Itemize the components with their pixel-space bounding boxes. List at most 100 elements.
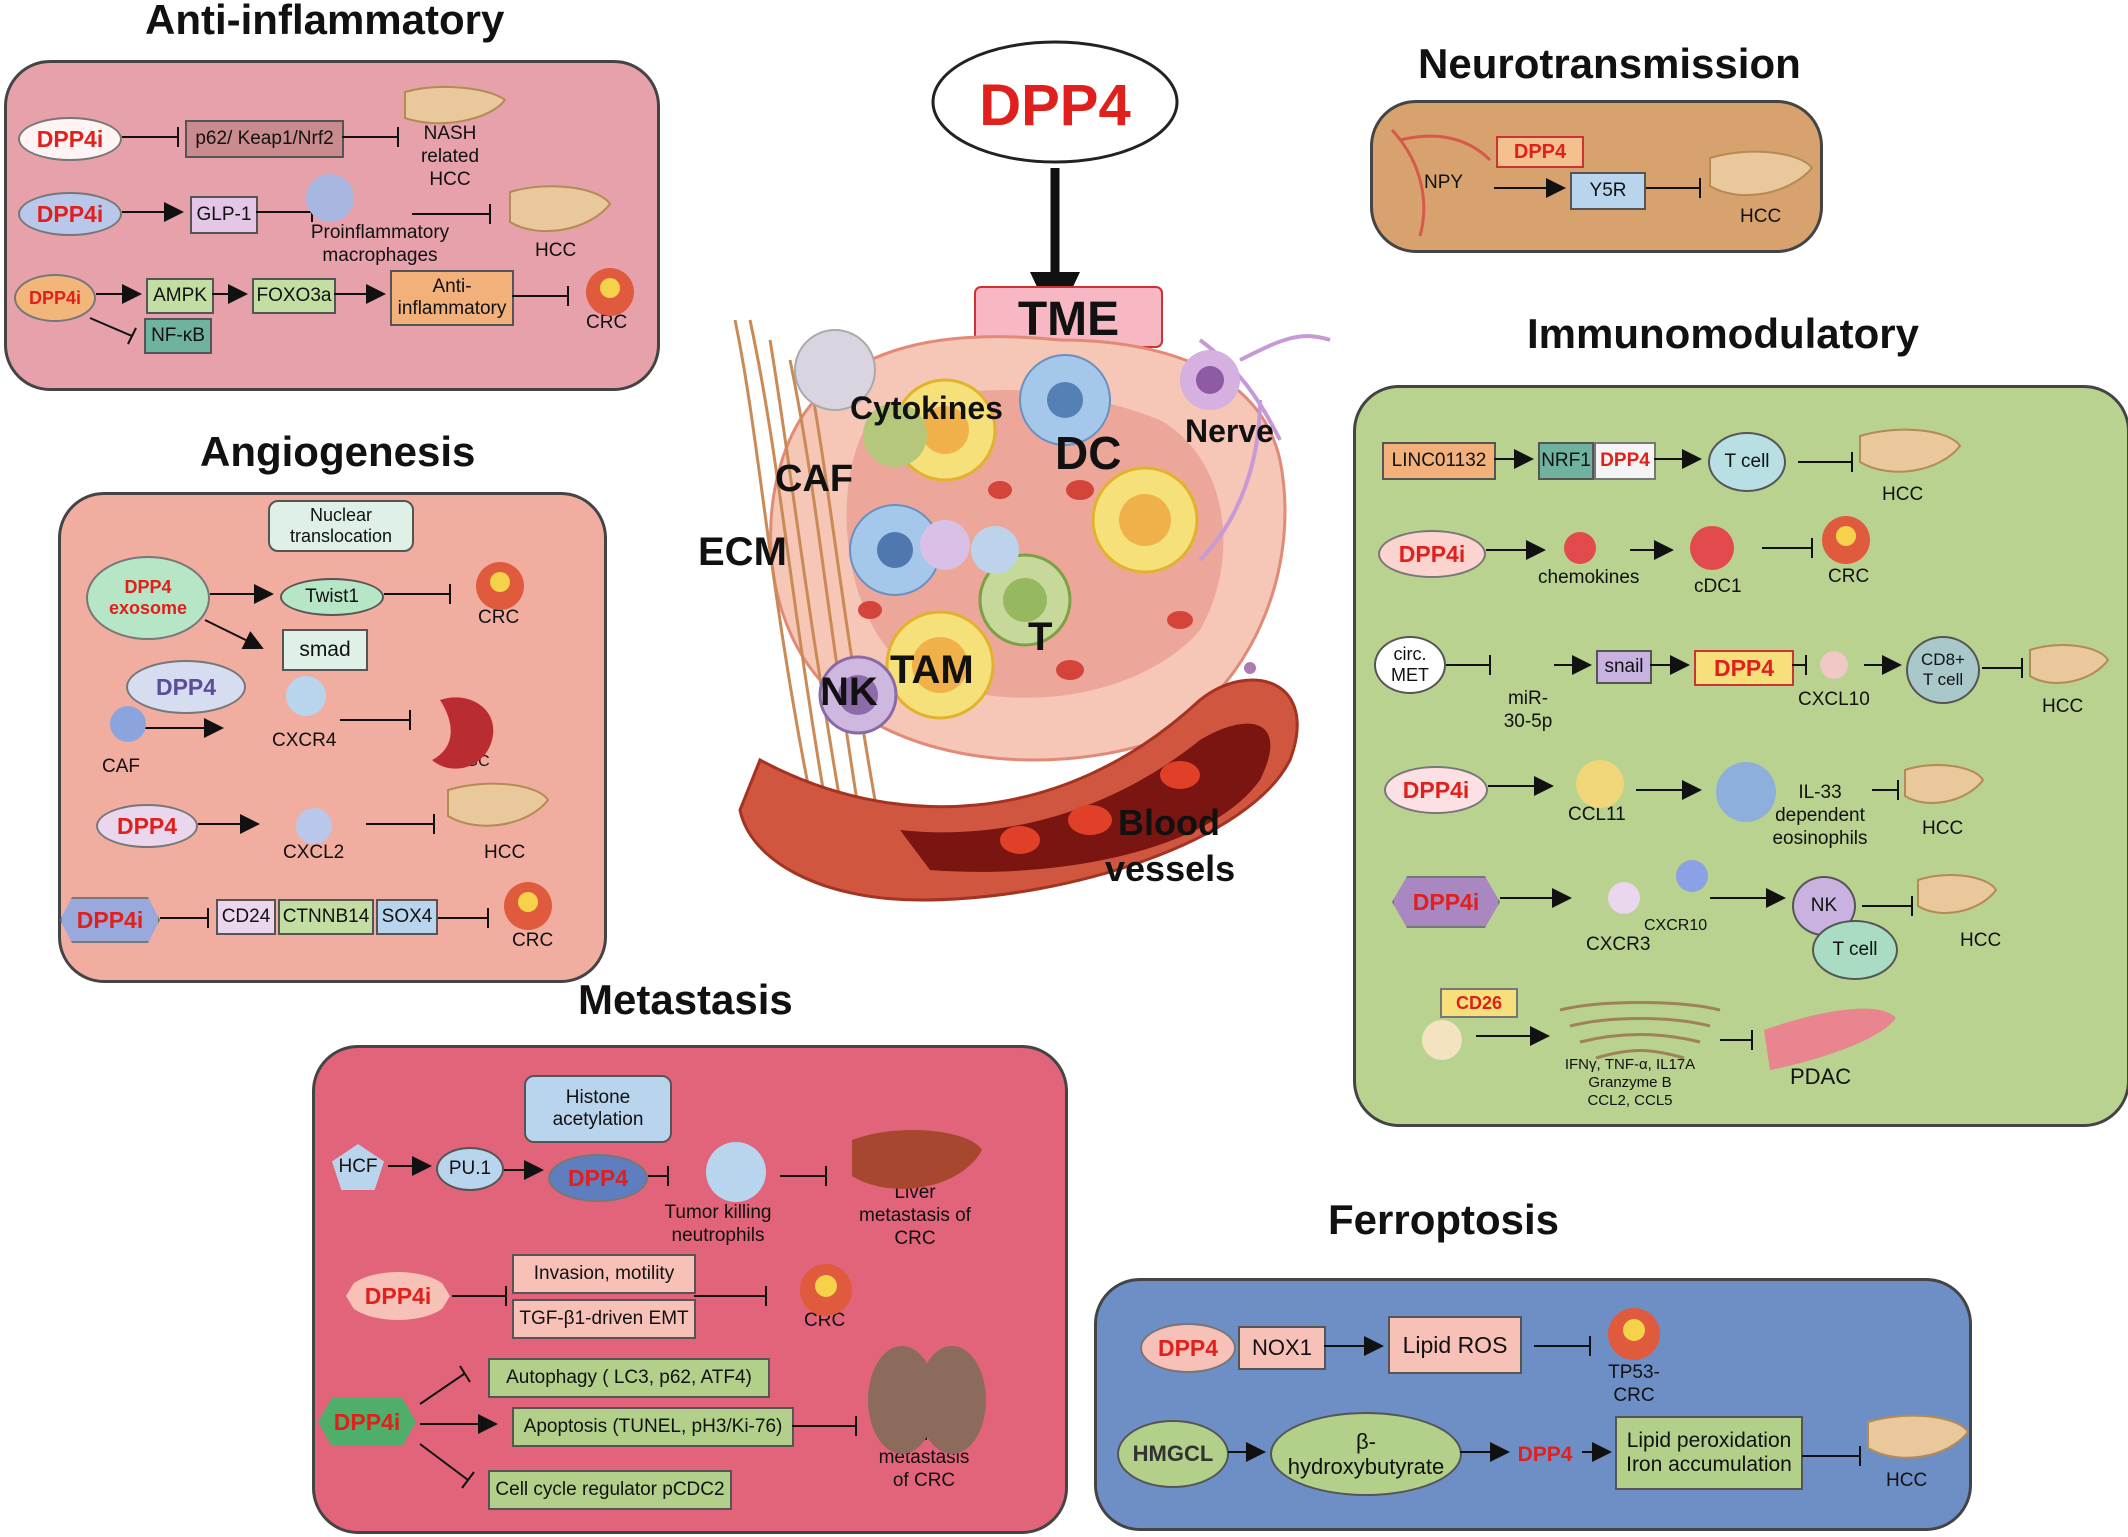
metastasis-text: metastasis [878, 1446, 970, 1468]
dc-label: DC [1055, 427, 1122, 479]
apoptosis-box: Apoptosis (TUNEL, pH3/Ki-76) [512, 1407, 794, 1447]
histone-acetylation-bubble: Histone acetylation [524, 1075, 672, 1143]
mir-label: miR- 30-5p [1504, 688, 1553, 734]
neutrophils-text: neutrophils [671, 1224, 765, 1246]
ifng-text: IFNγ, TNF-α, IL17A [1564, 1056, 1696, 1073]
tp53-crc-label: TP53- CRC [1608, 1362, 1660, 1408]
blood-label-2: vessels [1105, 848, 1236, 889]
dpp4i-hexagon: DPP4i [60, 897, 160, 943]
blood-label-1: Blood [1118, 802, 1220, 843]
il33-eosinophils-label: IL-33 dependent eosinophils [1772, 782, 1867, 850]
liver-metastasis-label: Liver metastasis of CRC [859, 1182, 971, 1250]
nox1-box: NOX1 [1238, 1326, 1326, 1370]
nfkb-box: NF-κB [144, 318, 212, 354]
tme-illustration [733, 40, 1331, 902]
caf-label: CAF [102, 756, 140, 777]
cxcl2-label: CXCL2 [283, 842, 345, 863]
p62-keap1-nrf2-box: p62/ Keap1/Nrf2 [185, 120, 344, 158]
dpp4-text: DPP4 [124, 577, 172, 597]
cxcr3-label: CXCR3 [1586, 934, 1651, 955]
lung-text: Lung [902, 1424, 946, 1445]
drug-dpp4i: DPP4i [18, 192, 122, 236]
hmgcl-node: HMGCL [1117, 1420, 1229, 1488]
eosinophils-text: eosinophils [1772, 827, 1868, 849]
cd24-box: CD24 [216, 899, 276, 935]
snail-box: snail [1596, 650, 1652, 684]
hcc-label: HCC [484, 842, 526, 863]
tme-label: TME [1017, 293, 1120, 346]
circ-text: circ. [1393, 644, 1427, 665]
invasion-motility-box: Invasion, motility [512, 1254, 696, 1294]
granzyme-text: Granzyme B [1588, 1074, 1672, 1091]
ecm-label: ECM [698, 530, 787, 574]
tp53-text: TP53- [1608, 1362, 1660, 1383]
macrophages-text: macrophages [322, 244, 438, 266]
dpp4-node: DPP4 [548, 1154, 648, 1202]
ccl-text: CCL2, CCL5 [1587, 1092, 1673, 1109]
dpp4-box: DPP4 [1594, 442, 1656, 480]
nrf1-box: NRF1 [1538, 442, 1594, 480]
y5r-box: Y5R [1570, 172, 1646, 210]
npy-label: NPY [1424, 172, 1464, 193]
drug-dpp4i: DPP4i [1378, 530, 1486, 578]
nuclear-text: Nuclear [309, 505, 373, 526]
foxo3a-box: FOXO3a [252, 278, 336, 314]
hcc-label: HCC [1882, 484, 1924, 505]
hcc-label: HCC [535, 240, 577, 261]
crc-text: CRC [1613, 1384, 1655, 1406]
ccl11-label: CCL11 [1568, 804, 1626, 825]
crc-label: CRC [1828, 566, 1870, 587]
tgf-emt-box: TGF-β1-driven EMT [512, 1299, 696, 1339]
drug-dpp4i: DPP4i [14, 274, 96, 322]
twist1-node: Twist1 [280, 578, 384, 616]
crc-label: CRC [804, 1310, 846, 1331]
angiogenesis-title: Angiogenesis [200, 428, 476, 475]
sox4-box: SOX4 [376, 899, 438, 935]
cytokines-label: Cytokines [850, 390, 1003, 426]
drug-dpp4i: DPP4i [18, 117, 122, 161]
center-diagram: DPP4 TME Cytokines CAF ECM DC Nerve NK T… [640, 40, 1340, 920]
proinflammatory-text: Proinflammatory [310, 222, 450, 243]
hcc-label: HCC [1886, 1470, 1928, 1491]
tcell-text: T cell [1922, 670, 1964, 689]
dpp4-node: DPP4 [96, 804, 198, 848]
macrophages-label: Proinflammatory macrophages [311, 222, 449, 268]
crc-label: CRC [586, 312, 628, 333]
hcc-label: HCC [1740, 206, 1782, 227]
t-cell-node: T cell [1708, 432, 1786, 492]
ferroptosis-title: Ferroptosis [1328, 1196, 1560, 1243]
hcc-label: HCC [1922, 818, 1964, 839]
of-crc-text: of CRC [892, 1469, 956, 1491]
autophagy-box: Autophagy ( LC3, p62, ATF4) [488, 1358, 770, 1398]
cxcr4-label: CXCR4 [272, 730, 337, 751]
translocation-text: translocation [289, 526, 393, 546]
nash-hcc-label: NASH related HCC [421, 123, 479, 191]
drug-dpp4i: DPP4i [346, 1272, 450, 1320]
cd26-box: CD26 [1440, 988, 1518, 1018]
cxcr10-label: CXCR10 [1644, 917, 1708, 934]
met-text: MET [1391, 665, 1429, 685]
dpp4i-hexagon: DPP4i [1392, 876, 1500, 928]
nuclear-translocation-bubble: Nuclear translocation [268, 500, 414, 552]
t-label: T [1028, 615, 1053, 659]
dpp4-exosome: DPP4 exosome [86, 556, 210, 640]
mir-num-text: 30-5p [1503, 710, 1553, 732]
ferroptosis-panel [1094, 1278, 1972, 1531]
nerve-label: Nerve [1185, 413, 1274, 449]
lung-metastasis-label: Lung metastasis of CRC [879, 1424, 970, 1492]
lipid-text: Lipid peroxidation [1626, 1428, 1792, 1452]
immunomodulatory-title: Immunomodulatory [1527, 310, 1920, 357]
chemokines-label: chemokines [1538, 567, 1640, 588]
dpp4-bubble: DPP4 [126, 660, 246, 714]
ampk-box: AMPK [146, 278, 214, 314]
acetylation-text: acetylation [552, 1109, 644, 1130]
beta-text: β- [1356, 1428, 1376, 1454]
histone-text: Histone [565, 1087, 631, 1109]
liver-text: Liver [894, 1182, 936, 1203]
lipid-ros-box: Lipid ROS [1388, 1316, 1522, 1374]
mir-text: miR- [1507, 688, 1549, 709]
dpp4-box: DPP4 [1694, 650, 1794, 686]
dependent-text: dependent [1775, 804, 1865, 826]
metastasis-of-text: metastasis of [859, 1204, 971, 1226]
hcc-label: HCC [1960, 930, 2002, 951]
